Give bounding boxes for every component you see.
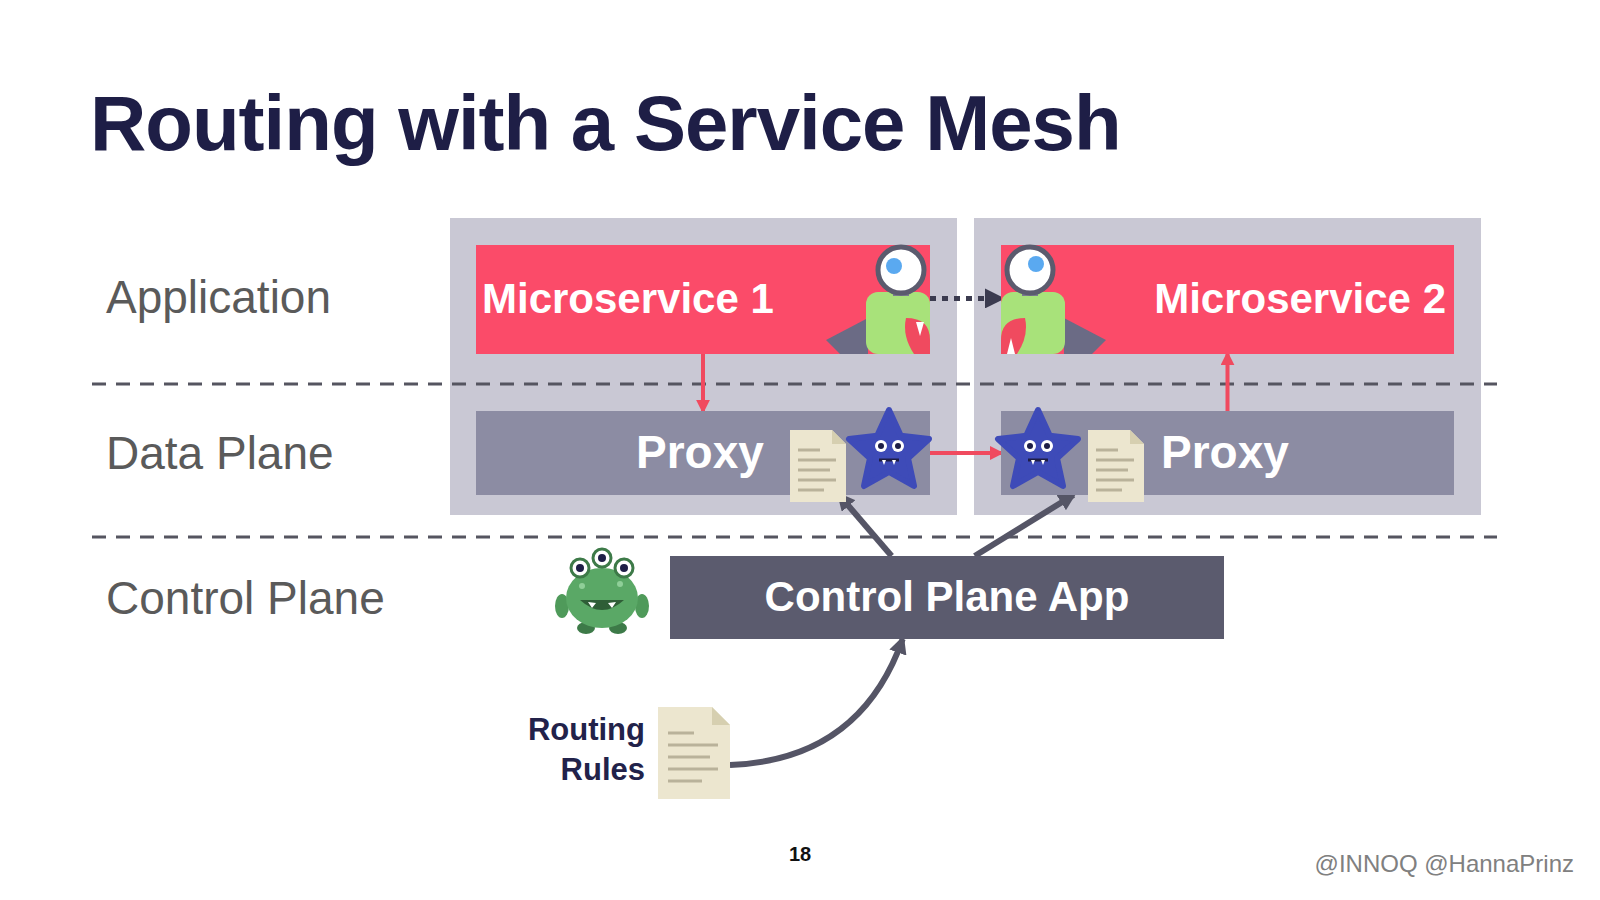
layer-label: Application — [106, 270, 331, 324]
config-document-icon — [790, 430, 846, 502]
node-text: Proxy — [1161, 423, 1289, 483]
control-plane-monster — [555, 549, 649, 634]
node-text: Microservice 1 — [482, 272, 774, 327]
monster-figure — [826, 247, 930, 354]
proxy-star-figure — [849, 410, 929, 486]
dashed-separator — [92, 536, 1497, 539]
connector-arrow — [701, 354, 705, 411]
config-document-icon — [1088, 430, 1144, 502]
routing-rules-node: Routing Rules — [500, 700, 730, 800]
slide-title: Routing with a Service Mesh — [90, 78, 1121, 169]
control-plane-box: Control Plane App — [670, 556, 1224, 639]
node-text: Routing Rules — [500, 710, 645, 791]
proxy-star-figure — [998, 410, 1078, 486]
node-text: Control Plane App — [765, 570, 1130, 625]
layer-label: Control Plane — [106, 571, 385, 625]
connector-arrow — [930, 296, 1001, 301]
page-number: 18 — [789, 843, 811, 866]
connector-arrow — [930, 451, 1001, 455]
monster-figure — [1001, 247, 1106, 354]
connector-arrow — [730, 639, 903, 765]
rules-document-icon — [658, 707, 730, 799]
dashed-separator — [92, 383, 1497, 386]
connector-arrow — [975, 495, 1074, 556]
node-text: Microservice 2 — [1154, 272, 1446, 327]
proxy-box: Proxy — [476, 411, 930, 495]
microservice-box: Microservice 2 — [1001, 245, 1454, 354]
connector-arrow — [839, 495, 891, 556]
microservice-box: Microservice 1 — [476, 245, 930, 354]
node-text: Proxy — [636, 423, 764, 483]
proxy-box: Proxy — [1001, 411, 1454, 495]
connector-arrow — [1226, 354, 1230, 411]
layer-label: Data Plane — [106, 426, 334, 480]
footer-handle: @INNOQ @HannaPrinz — [1315, 850, 1574, 878]
